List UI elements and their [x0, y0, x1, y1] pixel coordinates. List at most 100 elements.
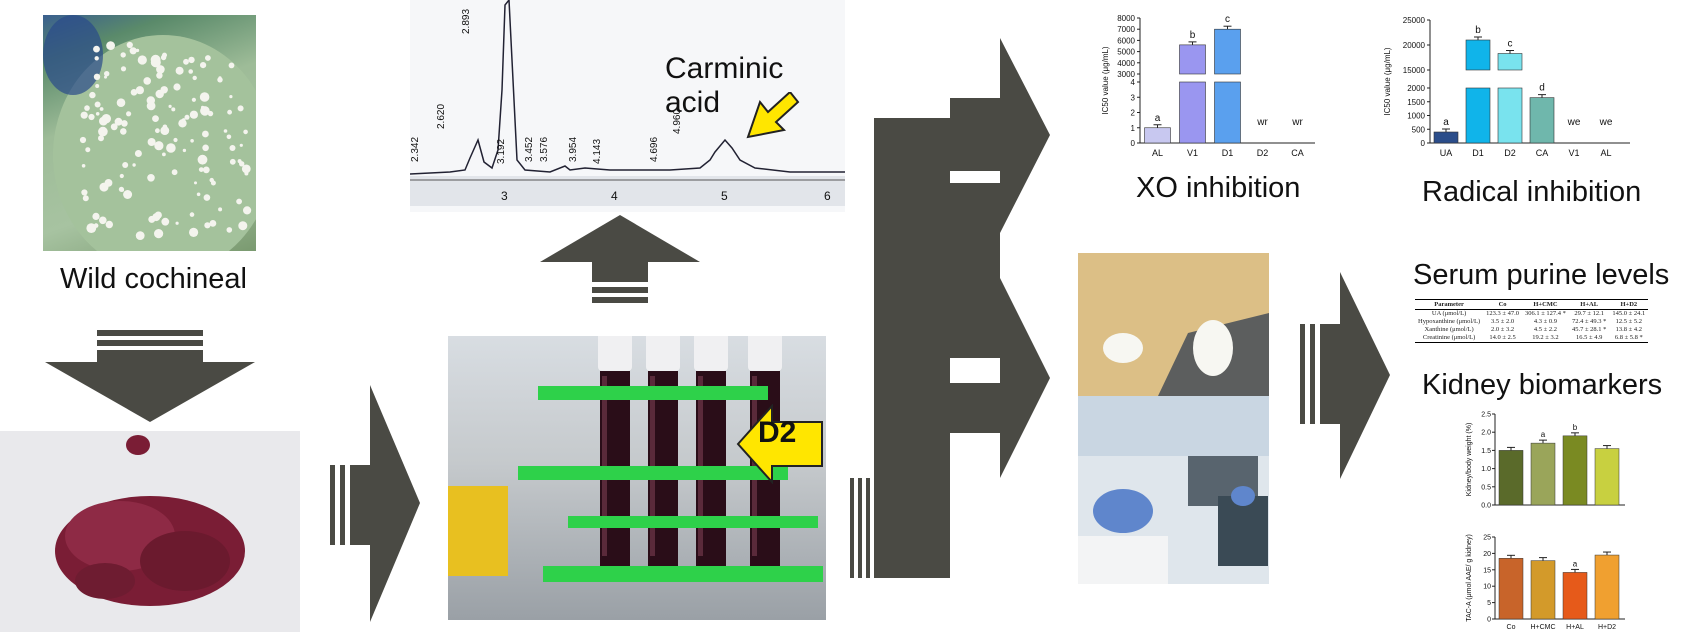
radical-inhibition-caption: Radical inhibition — [1422, 176, 1642, 208]
cochineal-dot — [135, 86, 144, 95]
cochineal-dot — [105, 220, 113, 229]
bar — [1530, 442, 1556, 506]
tick-label: 500 — [1412, 125, 1426, 134]
cochineal-dot — [217, 77, 223, 83]
cochineal-dot — [155, 128, 160, 134]
table-cell: 306.1 ± 127.4 * — [1524, 310, 1566, 317]
peak-label: 3.576 — [539, 137, 550, 162]
cochineal-dot — [134, 150, 142, 157]
tick-label: 0 — [1487, 617, 1491, 624]
tick-label: 1.5 — [1481, 448, 1491, 455]
cochineal-dot — [229, 145, 236, 151]
cochineal-dot — [120, 52, 126, 58]
cochineal-dot — [189, 212, 195, 217]
tick-label: 2.0 — [1481, 430, 1491, 437]
peak-label: 2.893 — [461, 9, 472, 34]
cochineal-dot — [147, 174, 155, 182]
cochineal-dot — [79, 136, 87, 144]
tick-label: 4000 — [1117, 59, 1135, 68]
cochineal-dot — [226, 134, 232, 140]
tick-label: 1 — [1131, 124, 1136, 133]
tick-label: 0.5 — [1481, 484, 1491, 491]
tick-label: 4 — [1131, 78, 1136, 87]
table-cell: 12.5 ± 5.2 — [1615, 318, 1642, 325]
x-tick-label: D2 — [1504, 148, 1516, 158]
branching-arrow — [850, 38, 1050, 578]
bar — [1144, 127, 1171, 144]
up-arrow — [540, 215, 700, 303]
axis-tick-label: 6 — [824, 189, 831, 203]
cochineal-dot — [202, 166, 210, 174]
cochineal-dot — [135, 48, 140, 53]
tick-label: 1000 — [1407, 112, 1425, 121]
bar — [1433, 131, 1459, 144]
cochineal-dot — [98, 135, 104, 142]
table-cell: 2.0 ± 3.2 — [1491, 326, 1515, 333]
bar-lower — [1179, 81, 1206, 144]
significance-letter: a — [1155, 113, 1161, 124]
cochineal-dot — [161, 128, 169, 135]
tube-cap — [598, 336, 632, 371]
cochineal-dot — [175, 221, 179, 225]
bar-lower — [1465, 87, 1491, 144]
cochineal-dot — [175, 66, 184, 75]
axis-tick-label: 4 — [611, 189, 618, 203]
tick-label: 5000 — [1117, 48, 1135, 57]
cochineal-dot — [199, 92, 210, 102]
bar — [1530, 560, 1556, 620]
cochineal-dot — [189, 110, 198, 119]
cochineal-dot — [95, 112, 100, 116]
peak-label: 3.452 — [524, 137, 535, 162]
cochineal-dot — [239, 143, 243, 147]
tick-label: 25000 — [1403, 16, 1426, 25]
significance-letter: b — [1475, 25, 1481, 36]
cochineal-dot — [94, 56, 99, 61]
x-tick-label: CA — [1291, 148, 1304, 158]
wild-cochineal-caption: Wild cochineal — [60, 263, 247, 295]
cochineal-dot — [120, 66, 127, 72]
cochineal-dot — [161, 217, 170, 226]
tick-label: 0 — [1421, 139, 1426, 148]
cochineal-dot — [198, 167, 204, 173]
significance-letter: c — [1508, 39, 1513, 50]
cochineal-dot — [86, 223, 97, 234]
axis-tick-label: 3 — [501, 189, 508, 203]
table-cell: 45.7 ± 28.1 * — [1571, 326, 1607, 333]
table-cell: 145.0 ± 24.1 — [1612, 310, 1646, 317]
cochineal-dot — [196, 192, 201, 197]
bar-lower — [1214, 81, 1241, 144]
tick-label: 3000 — [1117, 70, 1135, 79]
bar-lower — [1497, 87, 1523, 144]
cactus-pad-illustration — [43, 15, 256, 251]
cochineal-dot — [182, 148, 187, 153]
cochineal-dot — [84, 105, 90, 111]
cochineal-dot — [152, 115, 159, 122]
x-tick-label: CA — [1536, 148, 1549, 158]
table-cell: 72.4 ± 49.3 * — [1571, 318, 1607, 325]
significance-letter: c — [1225, 14, 1230, 25]
tick-label: 0 — [1131, 139, 1136, 148]
cochineal-dot — [197, 154, 208, 165]
right-arrow-1 — [330, 385, 420, 622]
d2-arrow-icon — [736, 404, 823, 484]
significance-letter: a — [1541, 430, 1546, 439]
table-cell: 14.0 ± 2.5 — [1483, 334, 1522, 343]
cochineal-dot — [237, 105, 244, 112]
d2-label: D2 — [758, 416, 797, 449]
cochineal-dot — [89, 91, 96, 99]
mice-photo — [1078, 253, 1269, 396]
tick-label: 20 — [1483, 551, 1491, 558]
peak-label: 4.696 — [649, 137, 660, 162]
cochineal-dot — [154, 141, 164, 151]
y-axis-label: TAC-A (μmol AAE/ g kidney) — [1466, 534, 1473, 622]
x-tick-label: H+CMC — [1530, 624, 1555, 631]
peak-label: 4.960 — [672, 109, 683, 134]
cochineal-dot — [229, 158, 236, 165]
cochineal-dot — [99, 107, 104, 111]
cochineal-dot — [173, 137, 178, 143]
x-tick-label: AL — [1152, 148, 1163, 158]
